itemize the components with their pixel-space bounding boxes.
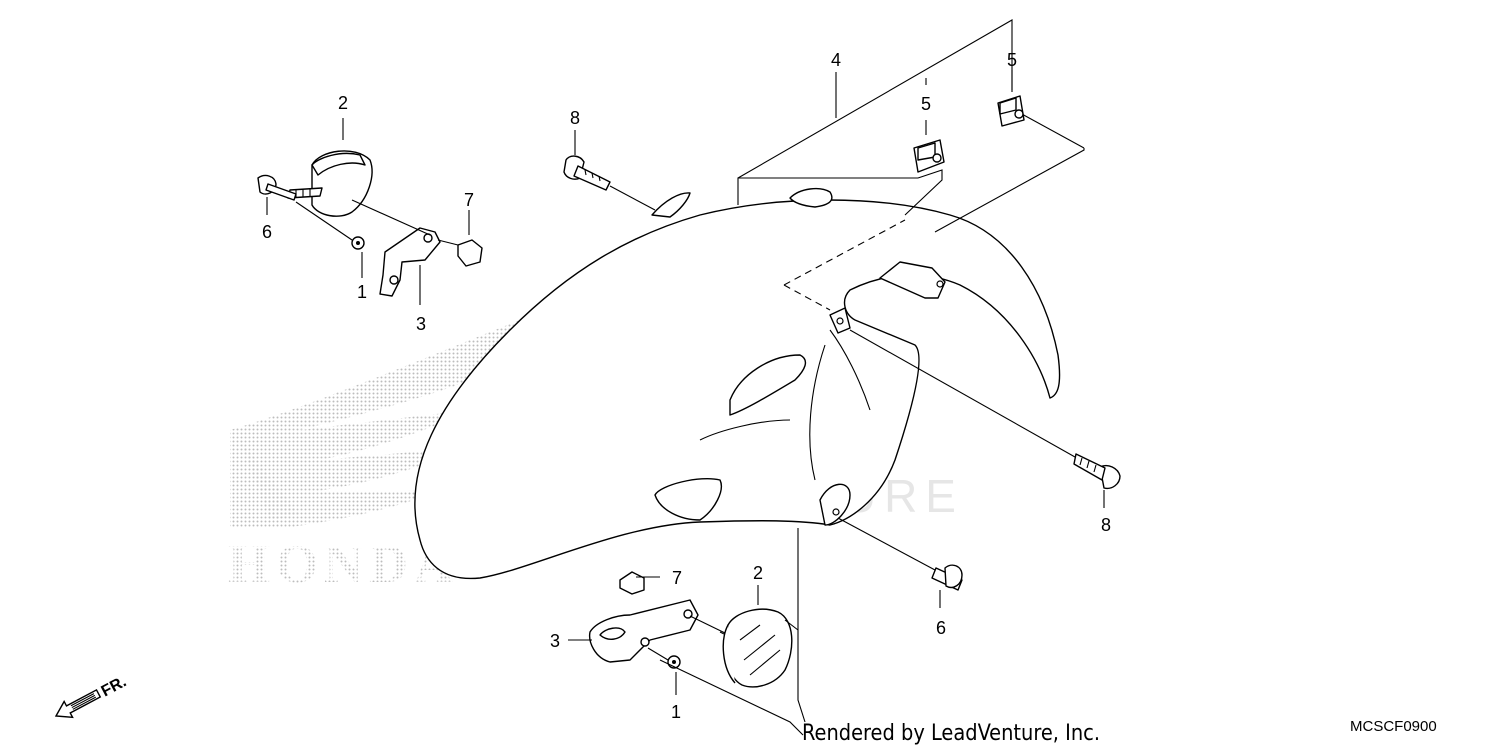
callout-3-top: 3: [416, 314, 426, 334]
bolt-8-right: [849, 329, 1121, 508]
front-direction-arrow: FR.: [54, 673, 130, 719]
front-fender: [414, 187, 1061, 580]
callout-3-bottom: 3: [550, 631, 560, 651]
diagram-code: MCSCF0900: [1350, 718, 1437, 735]
callout-5-right: 5: [1007, 50, 1017, 70]
callout-7-top: 7: [464, 190, 474, 210]
callout-labels: 2 6 1 3 7 8 4 5 5 8 6 7 2 3 1: [262, 50, 1111, 722]
clip-nut-right: [997, 95, 1025, 127]
callout-5-left: 5: [921, 94, 931, 114]
callout-2-bottom: 2: [753, 563, 763, 583]
callout-8-right: 8: [1101, 515, 1111, 535]
bottom-leader-lines: [659, 528, 806, 736]
credit-text: Rendered by LeadVenture, Inc.: [802, 721, 1100, 746]
callout-2-top: 2: [338, 93, 348, 113]
reflector-bracket-assembly-top: [257, 150, 483, 297]
honda-logo-text: HONDA: [228, 534, 459, 594]
bolt-8-top: [563, 130, 656, 211]
clip-nut-left: [913, 139, 945, 173]
callout-6-bottom: 6: [936, 618, 946, 638]
callout-1-top: 1: [357, 282, 367, 302]
front-direction-label: FR.: [99, 673, 130, 700]
callout-8-top: 8: [570, 108, 580, 128]
callout-4: 4: [831, 50, 841, 70]
callout-6-top: 6: [262, 222, 272, 242]
callout-1-bottom: 1: [671, 702, 681, 722]
reflector-bracket-assembly-bottom: [588, 517, 963, 688]
assembly-guide-lines: [737, 19, 1085, 311]
callout-stubs: [266, 118, 759, 695]
callout-7-bottom: 7: [672, 568, 682, 588]
